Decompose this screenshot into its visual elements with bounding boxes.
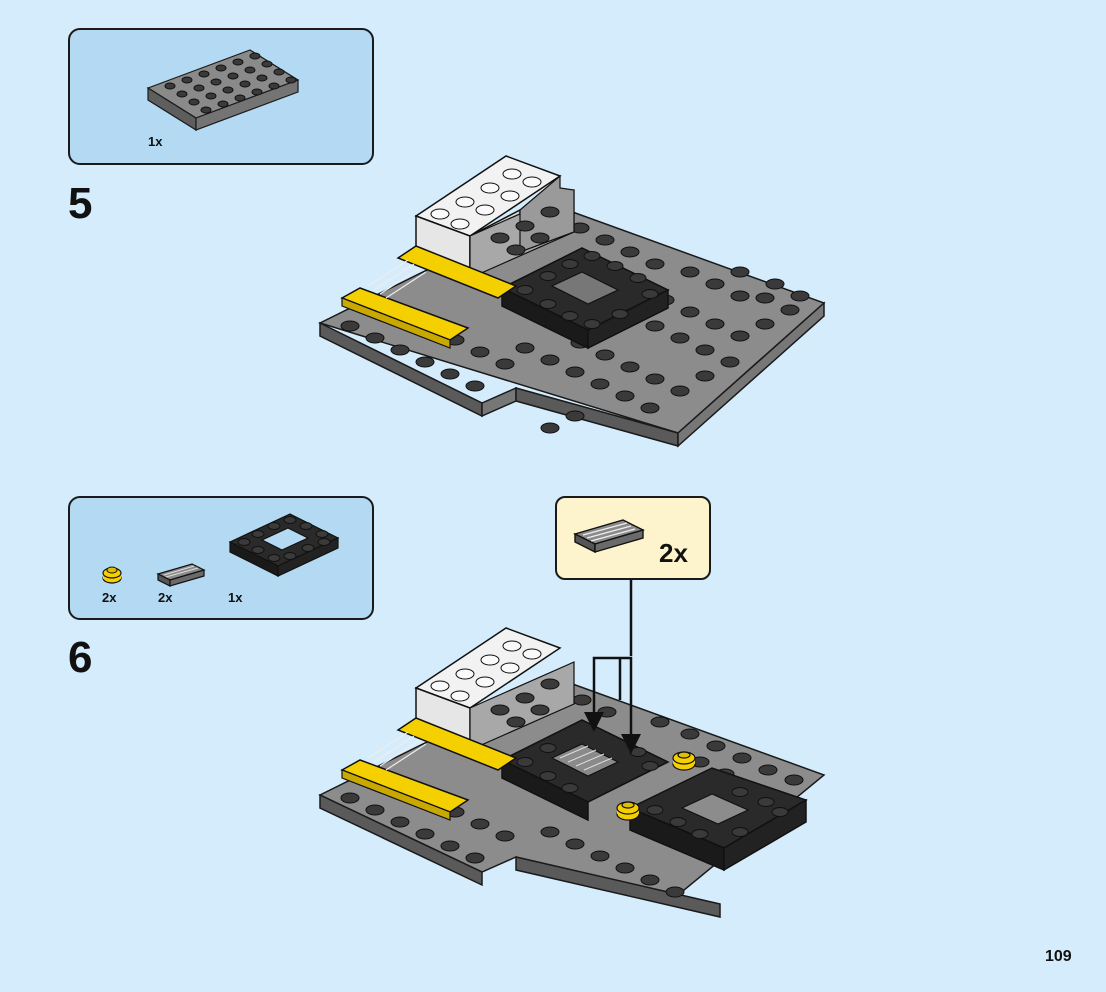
black-frame-icon (228, 513, 340, 577)
part-qty: 2x (158, 590, 173, 605)
step-number-6: 6 (68, 633, 93, 682)
round-plate-yellow-icon (102, 566, 122, 584)
grille-tile-icon (156, 563, 206, 587)
page-number: 109 (1045, 948, 1072, 965)
part-qty: 2x (102, 590, 117, 605)
grille-tile-icon (573, 519, 645, 554)
part-qty: 1x (228, 590, 243, 605)
plate-4x6-icon (146, 49, 300, 132)
sub-callout: 2x (555, 496, 711, 580)
parts-box-step-5: 1x (68, 28, 374, 165)
step-number-5: 5 (68, 179, 93, 228)
callout-qty: 2x (659, 538, 688, 568)
yellow-round-plates (616, 751, 696, 821)
part-qty: 1x (148, 134, 163, 149)
step-6-model (318, 627, 826, 918)
baseplate-studs (340, 222, 810, 434)
parts-box-step-6: 2x 2x 1x (68, 496, 374, 620)
yellow-tile-upper (396, 245, 518, 299)
step-5-model (317, 155, 826, 448)
